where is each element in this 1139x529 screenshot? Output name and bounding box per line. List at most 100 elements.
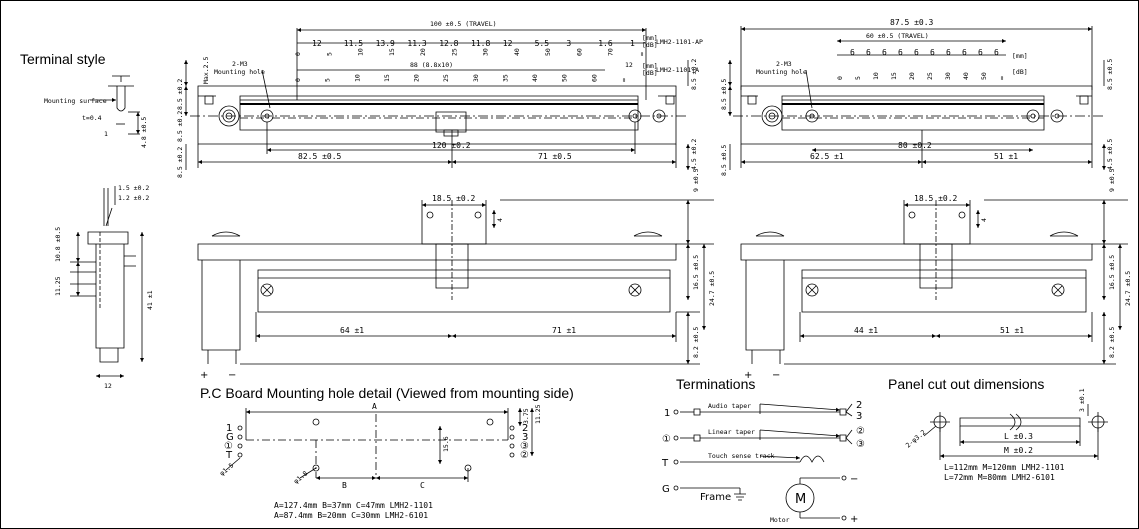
terminal-dim-41: 41 ±1: [146, 290, 154, 310]
ls-dim-16-5: 16.5 ±0.5: [692, 255, 700, 290]
right-scale-value: 6: [898, 48, 903, 57]
left-top-view: [184, 28, 690, 170]
pcb-right-pin: ②: [520, 450, 529, 461]
section-title-terminations: Terminations: [676, 376, 755, 392]
ls-minus: −: [228, 370, 236, 381]
left-ap-scale-value: 12: [312, 39, 322, 48]
left-ap-scale-value: 1.6: [598, 39, 613, 48]
left-dim-4-5: 4.5 ±0.2: [690, 139, 698, 170]
left-ap-tick: 60: [575, 48, 583, 56]
panel-M: M ±0.2: [1004, 446, 1033, 455]
term-minus: −: [850, 474, 858, 485]
term-motor: Motor: [770, 516, 790, 524]
terminal-dim-10-8: 10.8 ±0.5: [54, 227, 62, 262]
left-ap-scale-value: 12: [503, 39, 513, 48]
pcb-3-75: 3.75: [522, 408, 530, 424]
pcb-15-6: 15.6: [442, 436, 450, 452]
term-linear: Linear taper: [708, 428, 755, 436]
left-a-units-mm: [mm]: [642, 62, 658, 70]
left-ap-tick: 50: [544, 48, 552, 56]
ls-dim-9: 9 ±0.5: [692, 168, 700, 192]
left-dim-71: 71 ±0.5: [538, 152, 572, 161]
term-plus: +: [850, 514, 858, 525]
left-dim-120: 120 ±0.2: [432, 141, 471, 150]
term-touch: Touch sense track: [708, 452, 775, 460]
term-frame: Frame: [700, 492, 731, 503]
left-a-tick: 0: [294, 78, 302, 82]
right-hole-label: 2-M3: [776, 60, 792, 68]
right-scale-value: 6: [946, 48, 951, 57]
right-scale-value: 6: [850, 48, 855, 57]
left-a-model: LMH2-1101-A: [656, 66, 699, 74]
term-right-pin: 2: [856, 400, 862, 411]
terminal-style-view: [90, 76, 140, 134]
rs-dim-18-5: 18.5 ±0.2: [914, 194, 958, 203]
rs-dim-9: 9 ±0.5: [1108, 168, 1116, 192]
left-ap-tick: 0: [294, 52, 302, 56]
left-ap-scale-value: 12.8: [439, 39, 458, 48]
left-a-tick: 10: [353, 74, 361, 82]
terminal-mounting-surface: Mounting surface: [44, 97, 107, 105]
left-a-tick: 30: [472, 74, 480, 82]
pcb-C: C: [420, 481, 425, 490]
rs-minus: −: [772, 370, 780, 381]
pcb-11-25: 11.25: [534, 404, 542, 424]
pcb-B: B: [342, 481, 347, 490]
right-scale-value: 6: [994, 48, 999, 57]
right-hole-sub: Mounting hole: [756, 68, 807, 76]
left-dim-8-5-b: 8.5 ±0.2: [176, 111, 184, 142]
right-tick: 50: [980, 72, 988, 80]
terminal-dim-12: 12: [104, 382, 112, 390]
terminal-dim-1: 1: [104, 130, 108, 138]
left-ap-scale-value: 11.5: [344, 39, 363, 48]
right-tick: 15: [890, 72, 898, 80]
term-right-pin: ②: [856, 426, 865, 437]
right-scale-value: 6: [866, 48, 871, 57]
left-ap-units-db: [dB]: [642, 41, 658, 49]
left-dim-8-5-c: 8.5 ±0.2: [176, 147, 184, 178]
right-dim-87-5: 87.5 ±0.3: [890, 18, 934, 27]
left-a-scale: 88 (8.8x10): [410, 61, 453, 69]
pcb-right-pin: 2: [522, 423, 528, 434]
left-dim-8-5-a: 8.5 ±0.2: [176, 79, 184, 110]
left-ap-tick: 15: [388, 48, 396, 56]
terminations-schematic: [674, 404, 852, 520]
left-ap-tick: 20: [419, 48, 427, 56]
left-a-tick: ∞: [620, 78, 628, 82]
rs-dim-51: 51 ±1: [1000, 326, 1024, 335]
left-ap-scale-value: 5.5: [535, 39, 550, 48]
left-dim-8-5-r: 8.5 ±0.2: [690, 59, 698, 90]
right-scale-value: 6: [962, 48, 967, 57]
ls-dim-64: 64 ±1: [340, 326, 364, 335]
ls-dim-8-2: 8.2 ±0.5: [692, 327, 700, 358]
left-side-view: [198, 200, 714, 364]
right-dim-62-5: 62.5 ±1: [810, 152, 844, 161]
right-tick: 30: [944, 72, 952, 80]
pcb-A: A: [372, 402, 377, 411]
left-ap-scale-value: 3: [566, 39, 571, 48]
panel-phi: 2-φ3.2: [904, 428, 927, 449]
right-tick: 40: [962, 72, 970, 80]
right-dim-8-5-r: 8.5 ±0.5: [1106, 59, 1114, 90]
terminal-dim-1-5: 1.5 ±0.2: [118, 184, 149, 192]
left-ap-tick: 70: [607, 48, 615, 56]
left-ap-tick: 5: [325, 52, 333, 56]
pcb-note-2: A=87.4mm B=20mm C=30mm LMH2-6101: [274, 511, 428, 520]
right-scale-value: 6: [978, 48, 983, 57]
term-m: M: [795, 492, 806, 507]
left-a-tick: 50: [561, 74, 569, 82]
left-a-tick: 15: [383, 74, 391, 82]
terminal-side-view: [70, 186, 144, 378]
rs-dim-24-7: 24.7 ±0.5: [1124, 271, 1132, 306]
left-ap-scale-value: 13.9: [376, 39, 395, 48]
term-left-pin: G: [662, 484, 670, 495]
left-ap-units-mm: [mm]: [642, 34, 658, 42]
panel-L: L ±0.3: [1004, 432, 1033, 441]
